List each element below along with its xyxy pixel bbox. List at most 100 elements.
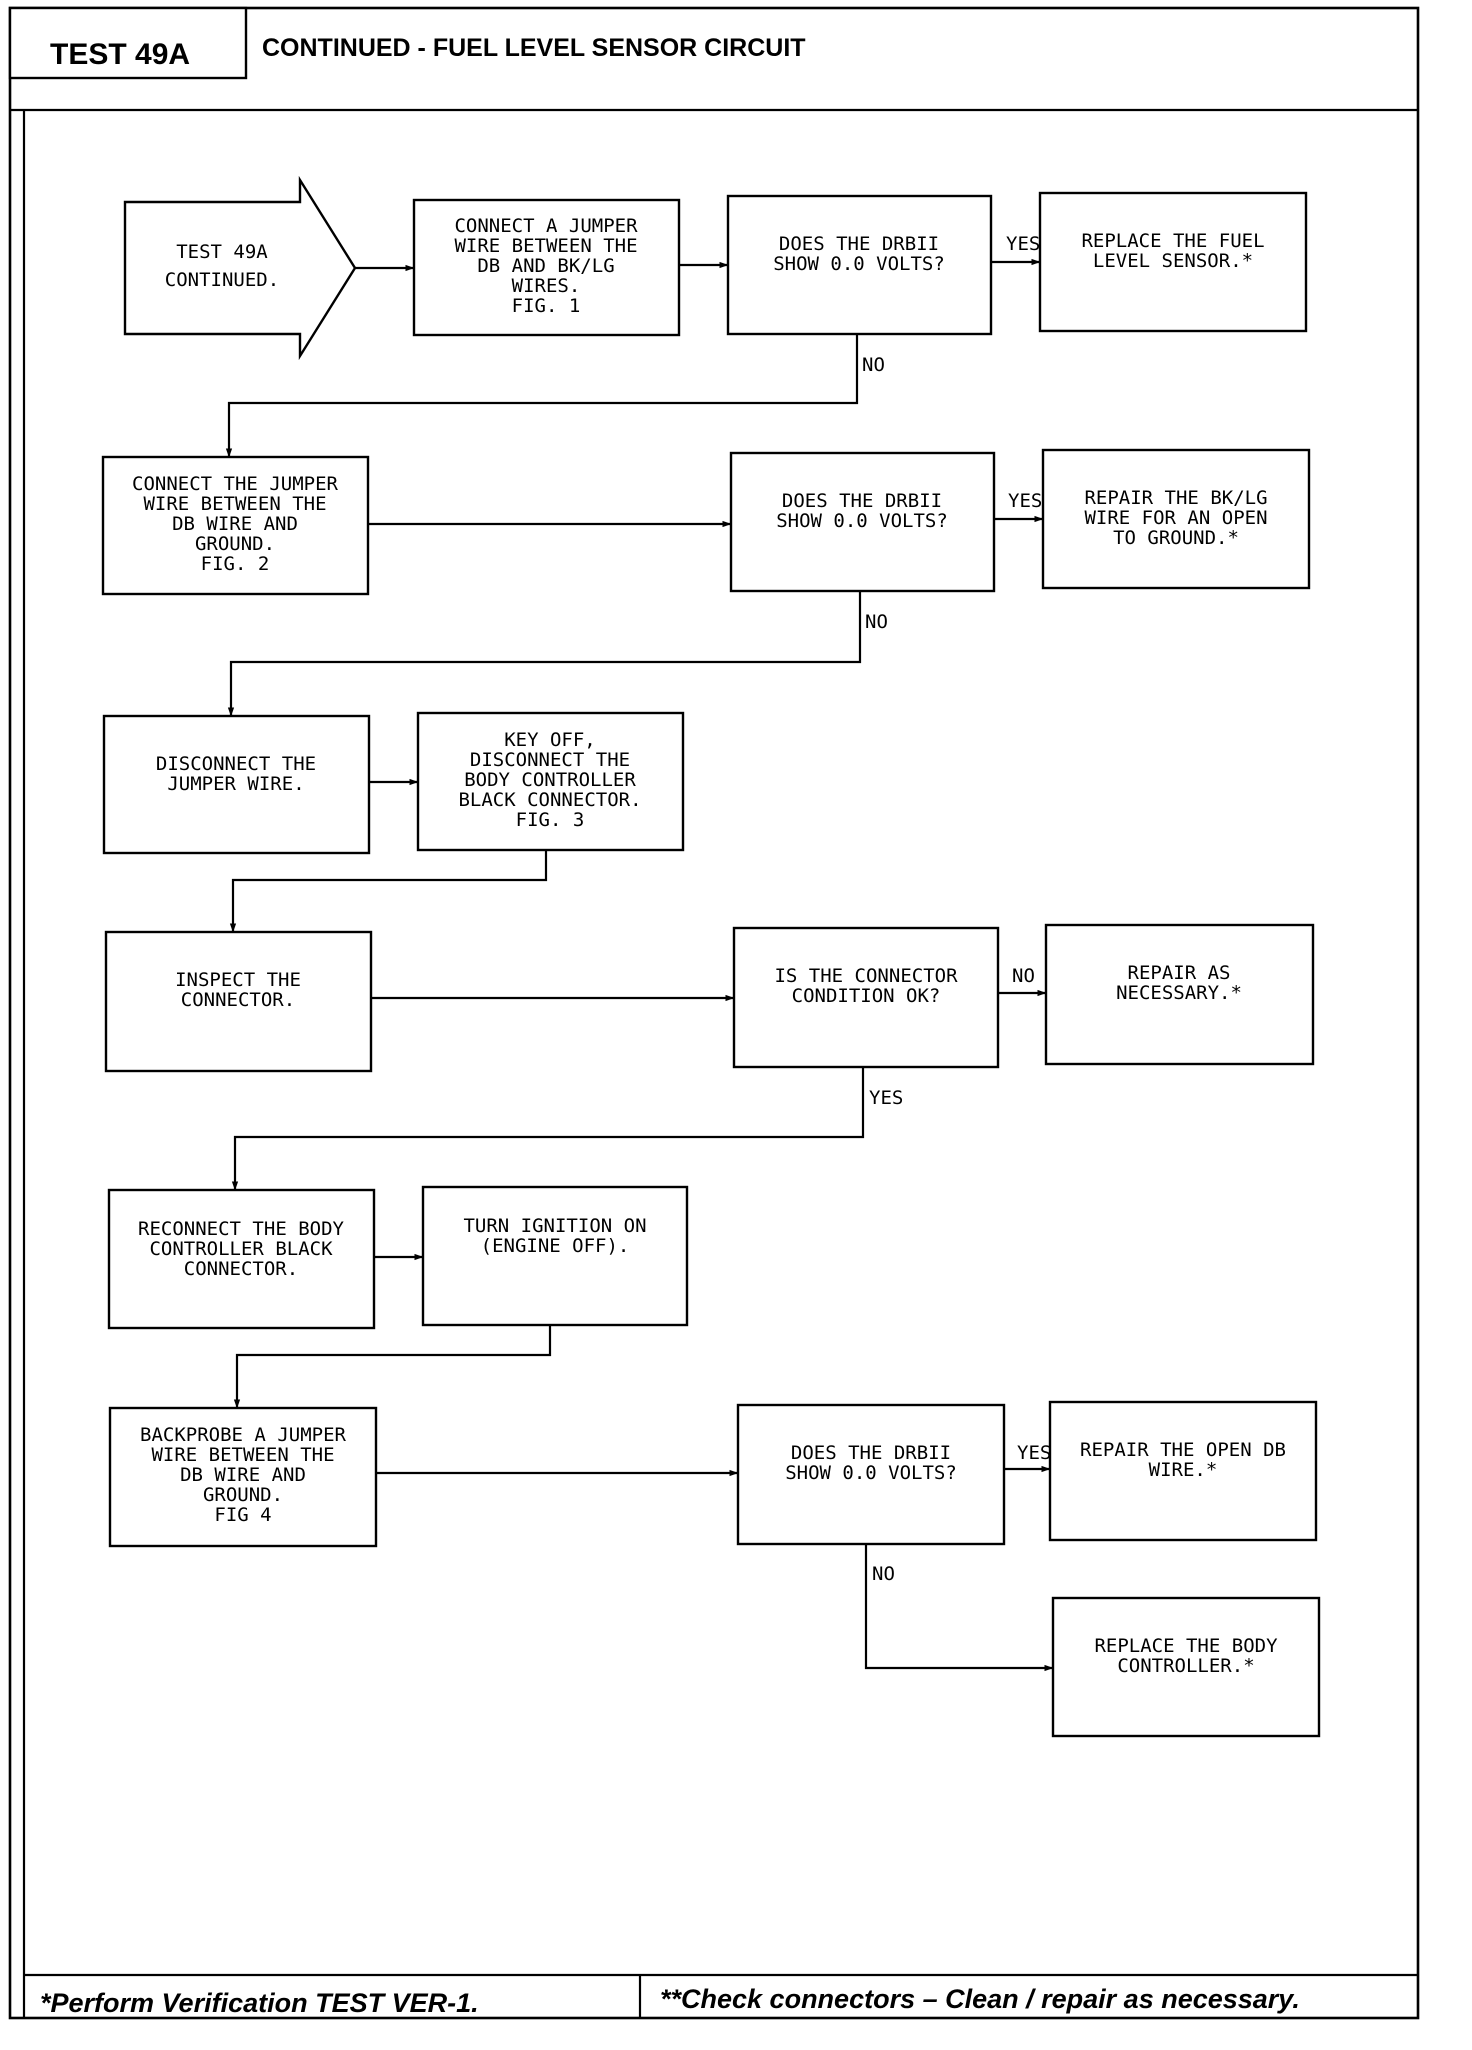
connector [229, 850, 548, 933]
label-yes-3: YES [869, 1087, 903, 1109]
connector [227, 591, 862, 717]
box-connect-jumper-db-bklg [412, 198, 681, 337]
box-line: CONTINUED. [165, 269, 279, 291]
footnote-connectors: **Check connectors – Clean / repair as n… [660, 1984, 1300, 2014]
box-line: (ENGINE OFF). [481, 1235, 630, 1257]
box-repair-bklg [1041, 448, 1311, 590]
box-line: INSPECT THE [175, 969, 301, 991]
label-no-2: NO [865, 611, 888, 633]
connector [233, 1325, 552, 1409]
box-disconnect-jumper [102, 714, 371, 855]
box-line: JUMPER WIRE. [167, 773, 304, 795]
box-key-off-disconnect [416, 711, 685, 852]
box-line: KEY OFF, [504, 729, 596, 751]
box-line: REPAIR THE OPEN DB [1080, 1439, 1286, 1461]
page-frame [8, 6, 1420, 2020]
box-line: WIRES. [512, 275, 581, 297]
connector [864, 1544, 1054, 1672]
box-line: CONNECTOR. [181, 989, 295, 1011]
box-line: DB WIRE AND [172, 513, 298, 535]
box-replace-fuel-sensor [1038, 191, 1308, 333]
box-line: TEST 49A [176, 241, 268, 263]
box-line: REPAIR AS [1128, 962, 1231, 984]
box-line: DOES THE DRBII [791, 1442, 951, 1464]
connector [231, 1067, 865, 1191]
box-line: GROUND. [203, 1484, 283, 1506]
box-line: DB WIRE AND [180, 1464, 306, 1486]
box-question-drbii-2 [729, 451, 996, 593]
box-line: FIG. 1 [512, 295, 581, 317]
box-line: GROUND. [195, 533, 275, 555]
ignition-on-text: TURN IGNITION ON(ENGINE OFF). [463, 1215, 646, 1257]
box-line: FIG 4 [214, 1504, 271, 1526]
connectors [225, 258, 1054, 1672]
box-backprobe-jumper [108, 1406, 378, 1548]
box-line: CONTROLLER BLACK [149, 1238, 333, 1260]
footnote-verification: *Perform Verification TEST VER-1. [40, 1988, 479, 2018]
label-yes-1: YES [1006, 233, 1040, 255]
box-question-drbii-3 [736, 1403, 1006, 1546]
box-line: REPAIR THE BK/LG [1084, 487, 1267, 509]
label-no-3: NO [1012, 965, 1035, 987]
box-line: CONNECT THE JUMPER [132, 473, 338, 495]
box-line: IS THE CONNECTOR [774, 965, 958, 987]
box-line: BACKPROBE A JUMPER [140, 1424, 346, 1446]
page-title: CONTINUED - FUEL LEVEL SENSOR CIRCUIT [262, 34, 806, 62]
label-no-4: NO [872, 1563, 895, 1585]
connector [225, 334, 859, 458]
box-inspect-connector [104, 930, 373, 1073]
box-line: DOES THE DRBII [782, 490, 942, 512]
box-question-drbii-1 [726, 194, 993, 336]
box-line: DISCONNECT THE [470, 749, 630, 771]
box-line: DB AND BK/LG [477, 255, 614, 277]
box-line: CONNECTOR. [184, 1258, 298, 1280]
box-line: RECONNECT THE BODY [138, 1218, 344, 1240]
box-line: CONTROLLER.* [1117, 1655, 1254, 1677]
label-no-1: NO [862, 354, 885, 376]
box-line: CONDITION OK? [792, 985, 941, 1007]
box-reconnect-body [107, 1188, 376, 1330]
box-line: TO GROUND.* [1113, 527, 1239, 549]
box-line: BLACK CONNECTOR. [458, 789, 641, 811]
box-replace-body-controller [1051, 1596, 1321, 1738]
box-connect-jumper-ground [101, 455, 370, 596]
label-yes-4: YES [1017, 1442, 1051, 1464]
start-arrow [123, 175, 357, 361]
box-line: DISCONNECT THE [156, 753, 316, 775]
box-line: WIRE.* [1149, 1459, 1218, 1481]
box-line: SHOW 0.0 VOLTS? [773, 253, 945, 275]
box-line: WIRE FOR AN OPEN [1084, 507, 1267, 529]
test-id-box [8, 6, 248, 80]
box-line: SHOW 0.0 VOLTS? [785, 1462, 957, 1484]
box-line: DOES THE DRBII [779, 233, 939, 255]
box-line: NECESSARY.* [1116, 982, 1242, 1004]
box-line: FIG. 3 [516, 809, 585, 831]
box-line: REPLACE THE BODY [1094, 1635, 1278, 1657]
box-line: REPLACE THE FUEL [1081, 230, 1264, 252]
box-repair-open-db [1048, 1400, 1318, 1542]
test-id: TEST 49A [50, 38, 190, 71]
box-line: SHOW 0.0 VOLTS? [776, 510, 948, 532]
box-line: WIRE BETWEEN THE [151, 1444, 334, 1466]
box-line: WIRE BETWEEN THE [454, 235, 637, 257]
box-line: WIRE BETWEEN THE [143, 493, 326, 515]
box-line: TURN IGNITION ON [463, 1215, 646, 1237]
start-text: TEST 49A CONTINUED. [165, 241, 279, 291]
box-line: BODY CONTROLLER [464, 769, 636, 791]
